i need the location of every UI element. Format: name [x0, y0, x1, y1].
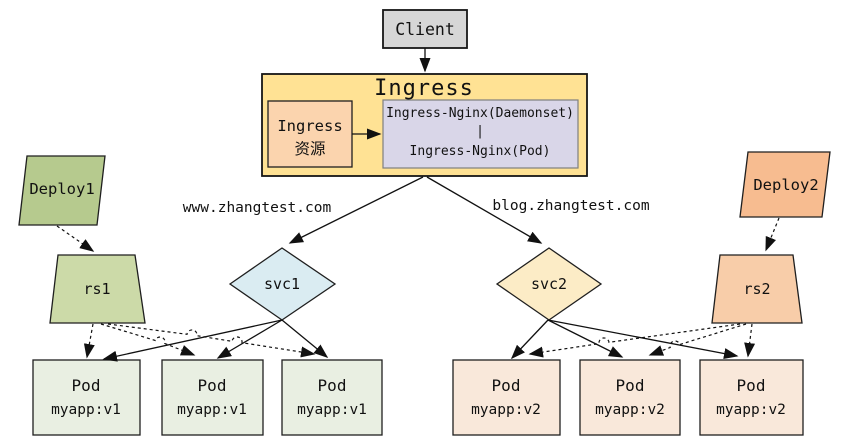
pod-v1-node-3: [281, 359, 383, 436]
pod-v2-node-1: [452, 359, 561, 436]
svc1-label: svc1: [264, 275, 300, 293]
host-label-blog: blog.zhangtest.com: [492, 198, 649, 214]
ingress-nginx-node: [382, 99, 579, 169]
pod-v1-2-image: myapp:v1: [177, 402, 247, 418]
ingress-nginx-pod-label: Ingress-Nginx(Pod): [410, 144, 551, 159]
ingress-resource-node: [267, 100, 353, 168]
deploy1-node: [18, 155, 106, 226]
edge-svc2-to-pod1: [510, 319, 549, 360]
ingress-resource-label-line1: Ingress: [277, 117, 342, 135]
pod-v2-node-3: [699, 359, 804, 436]
client-node: [382, 9, 468, 49]
deploy2-node: [739, 151, 831, 218]
client-label: Client: [395, 20, 455, 39]
edge-svc2-to-pod2: [547, 319, 624, 358]
edge-rs2-to-pod1: [528, 323, 741, 358]
edge-svc1-to-pod3: [281, 319, 329, 358]
edge-rs1-to-pod1: [83, 323, 95, 359]
ingress-resource-label-line2: 资源: [294, 140, 325, 158]
svc2-node: [495, 247, 603, 321]
rs2-label: rs2: [743, 280, 770, 298]
rs1-label: rs1: [83, 280, 110, 298]
pod-v1-1-title: Pod: [72, 376, 101, 395]
pod-v2-2-image: myapp:v2: [595, 402, 665, 418]
svc2-label: svc2: [531, 275, 567, 293]
pod-v1-2-title: Pod: [198, 376, 227, 395]
pod-v1-1-image: myapp:v1: [51, 402, 121, 418]
pod-v1-3-title: Pod: [318, 376, 347, 395]
edge-rs1-to-pod2: [100, 323, 196, 356]
deploy2-label: Deploy2: [753, 176, 818, 194]
ingress-nginx-daemonset-label: Ingress-Nginx(Daemonset): [386, 106, 574, 121]
pod-v2-node-2: [579, 359, 681, 436]
deploy1-label: Deploy1: [29, 180, 94, 198]
pod-v2-3-image: myapp:v2: [716, 402, 786, 418]
pod-v2-3-title: Pod: [737, 376, 766, 395]
edge-ingress-to-svc1: [288, 176, 424, 244]
svc1-node: [228, 247, 337, 321]
pod-v2-2-title: Pod: [616, 376, 645, 395]
edge-rs2-to-pod3: [744, 323, 756, 358]
ingress-nginx-connector: |: [476, 124, 484, 139]
pod-v1-node-2: [161, 359, 264, 436]
pod-v1-node-1: [32, 359, 141, 436]
edge-svc1-to-pod2: [216, 319, 283, 359]
pod-v1-3-image: myapp:v1: [297, 402, 367, 418]
host-label-www: www.zhangtest.com: [183, 200, 332, 216]
edge-deploy1-to-rs1: [56, 225, 95, 252]
pod-v2-1-image: myapp:v2: [471, 402, 541, 418]
rs2-node: [711, 254, 803, 324]
pod-v2-1-title: Pod: [492, 376, 521, 395]
ingress-title: Ingress: [374, 76, 474, 101]
edge-svc1-to-pod1: [102, 319, 283, 362]
edge-rs1-to-pod3: [107, 323, 316, 358]
edge-deploy2-to-rs2: [765, 217, 780, 252]
rs1-node: [49, 254, 146, 324]
edge-rs2-to-pod2: [648, 323, 747, 356]
edge-ingress-to-svc2: [426, 176, 543, 244]
